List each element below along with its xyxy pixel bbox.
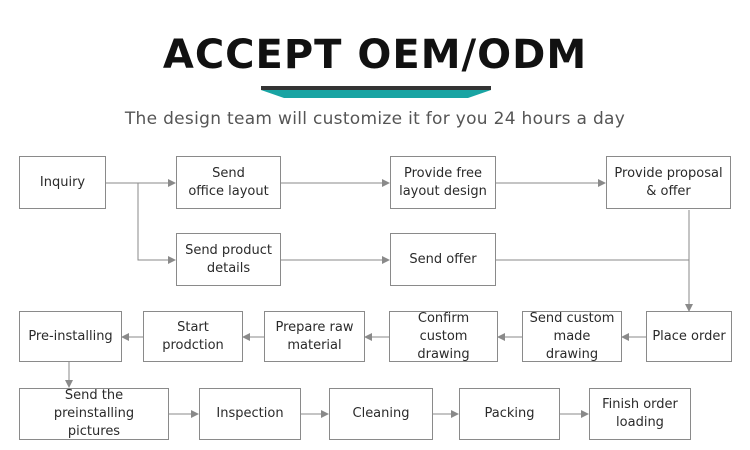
step-inquiry: Inquiry xyxy=(19,156,106,209)
step-pre-installing: Pre-installing xyxy=(19,311,122,362)
step-cleaning: Cleaning xyxy=(329,388,433,440)
step-prepare-raw-material: Prepare raw material xyxy=(264,311,365,362)
step-provide-proposal: Provide proposal & offer xyxy=(606,156,731,209)
page-title: ACCEPT OEM/ODM xyxy=(162,32,588,78)
step-send-offer: Send offer xyxy=(390,233,496,286)
step-start-production: Start prodction xyxy=(143,311,243,362)
step-send-office-layout: Send office layout xyxy=(176,156,281,209)
step-finish-order-loading: Finish order loading xyxy=(589,388,691,440)
step-send-custom-drawing: Send custom made drawing xyxy=(522,311,622,362)
step-packing: Packing xyxy=(459,388,560,440)
title-accent-bar xyxy=(261,90,491,98)
step-send-product-details: Send product details xyxy=(176,233,281,286)
connector-inquiry-product xyxy=(137,183,176,264)
page-subtitle: The design team will customize it for yo… xyxy=(124,109,626,129)
step-place-order: Place order xyxy=(646,311,732,362)
step-confirm-custom-drawing: Confirm custom drawing xyxy=(389,311,498,362)
step-inspection: Inspection xyxy=(199,388,301,440)
title-underline xyxy=(261,86,491,90)
step-send-preinstalling-pictures: Send the preinstalling pictures xyxy=(19,388,169,440)
step-provide-free-layout: Provide free layout design xyxy=(390,156,496,209)
